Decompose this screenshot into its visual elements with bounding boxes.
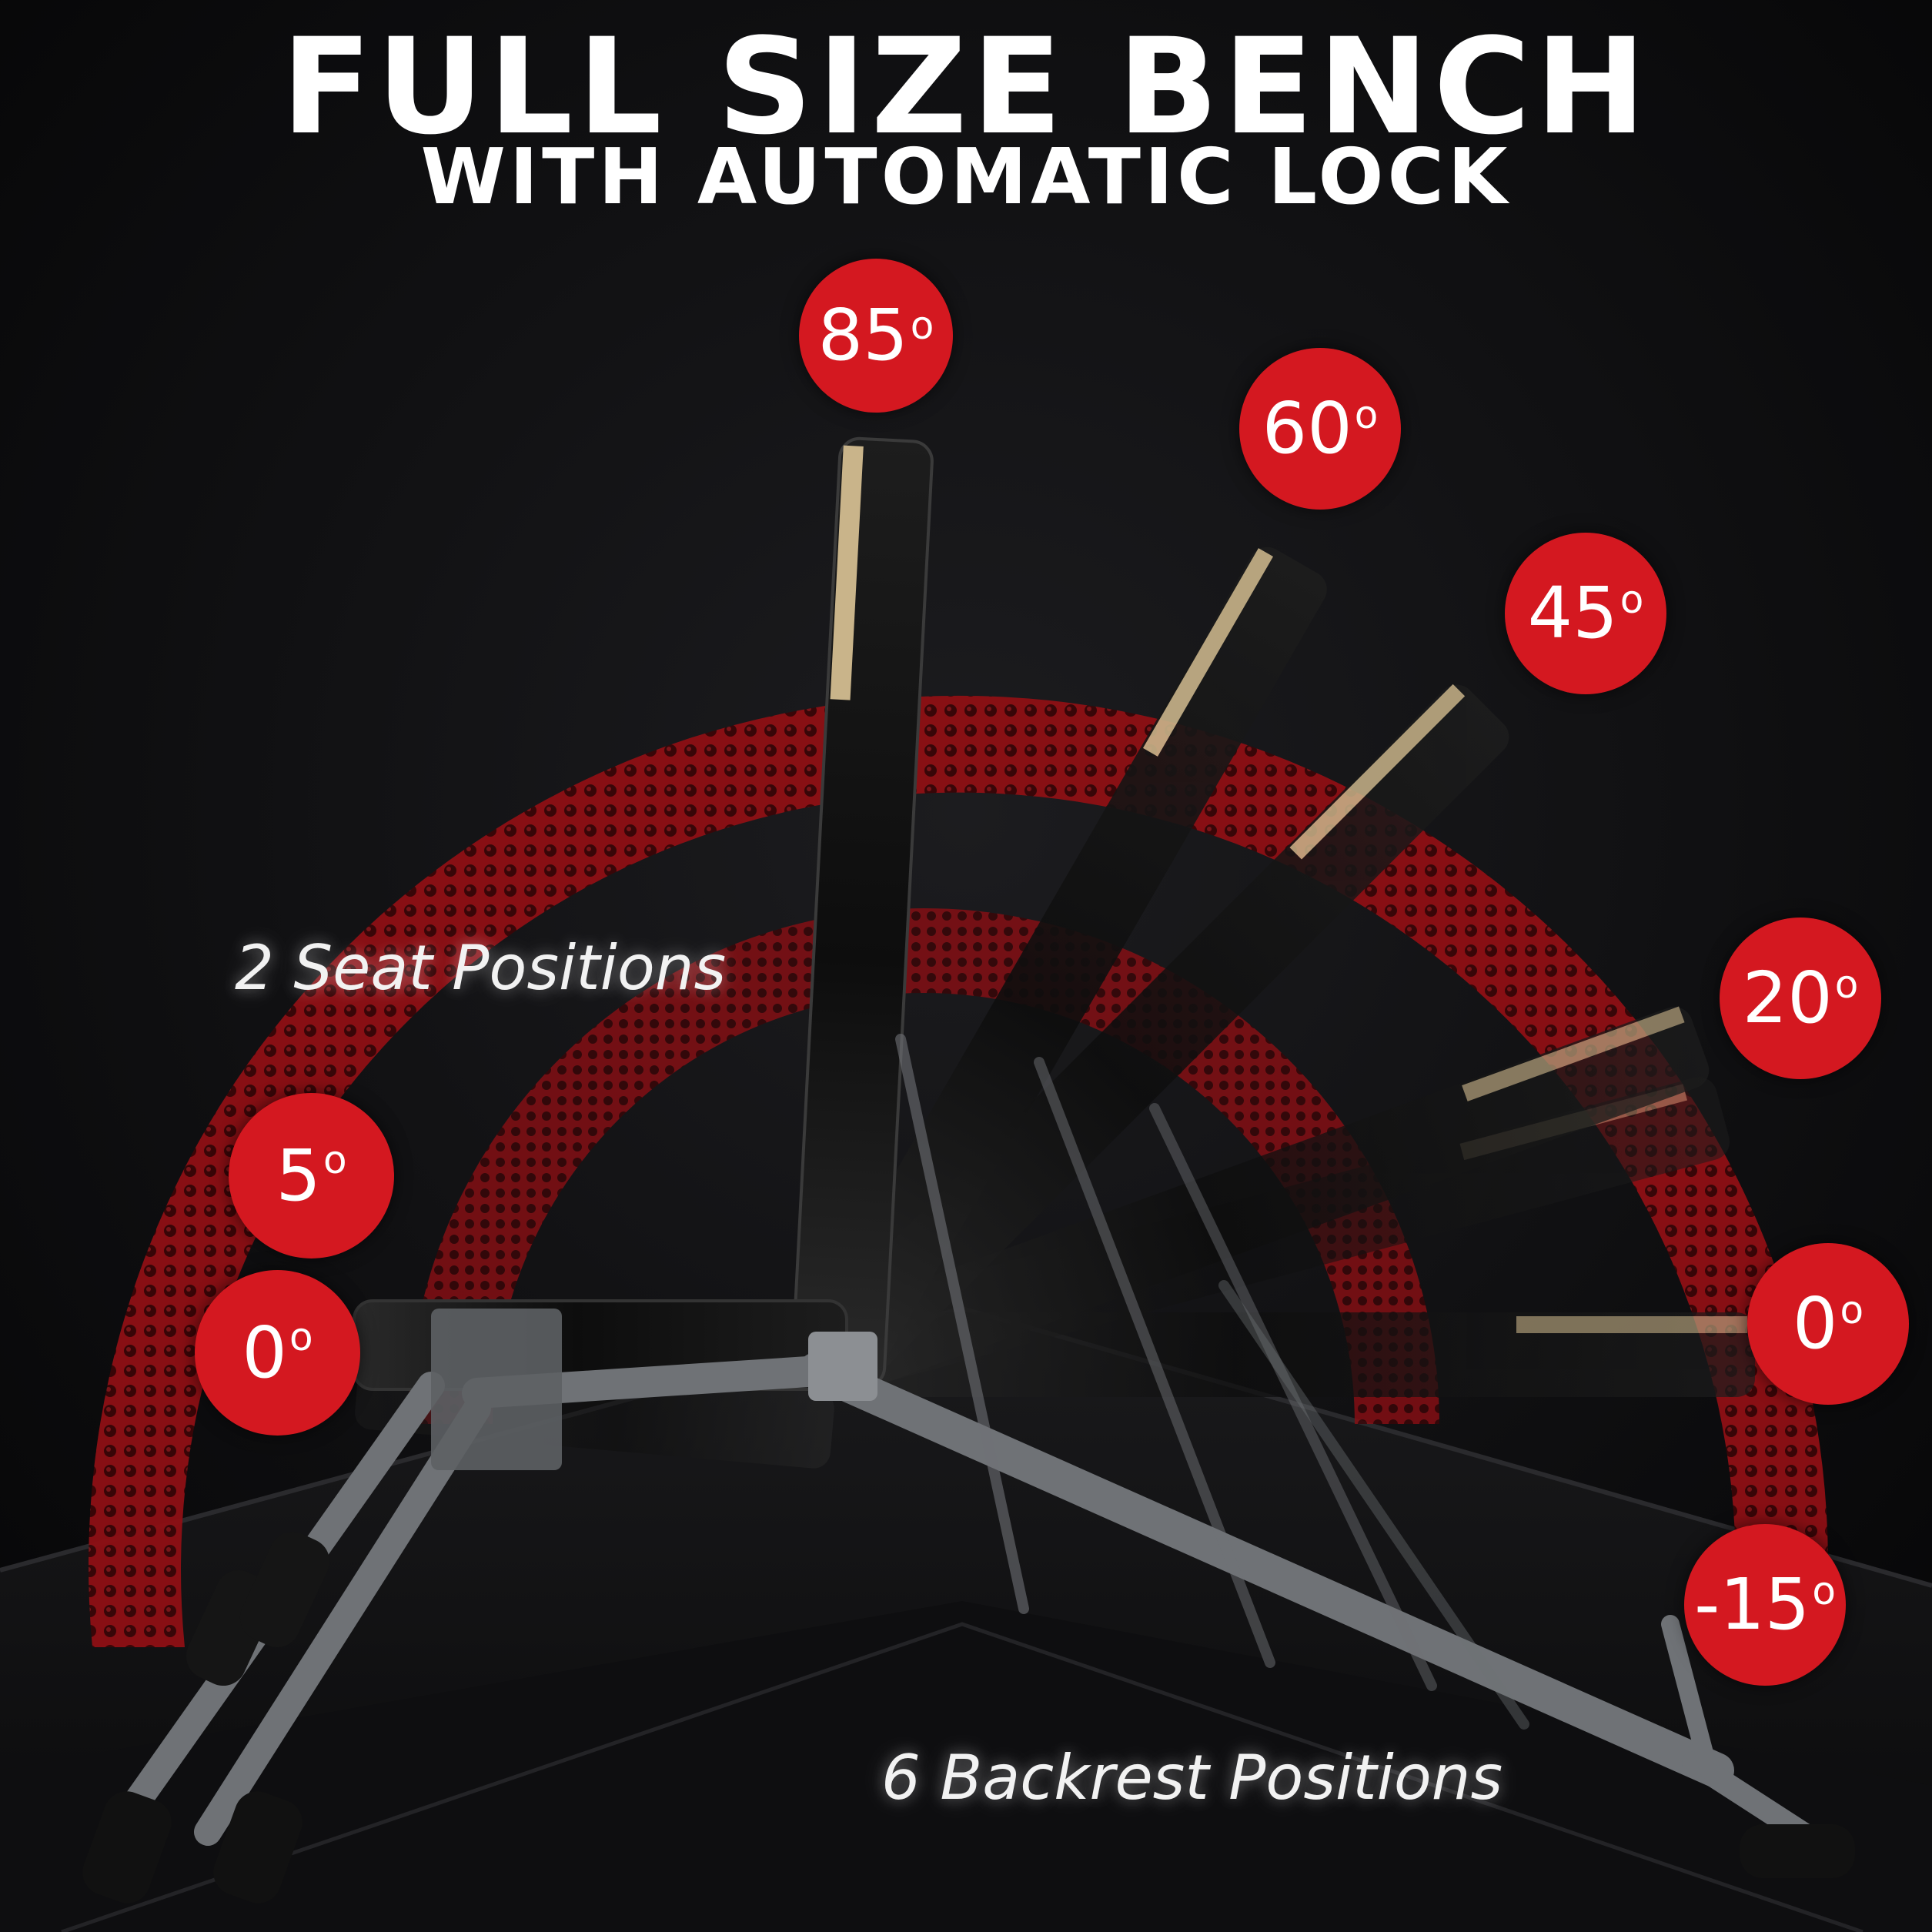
backrest-pads <box>791 436 1755 1400</box>
angle-value: 0 <box>1792 1282 1838 1365</box>
angle-value: 5 <box>276 1134 321 1217</box>
angle-value: -15 <box>1694 1563 1810 1646</box>
degree-symbol: o <box>1619 577 1644 622</box>
degree-symbol: o <box>1840 1288 1864 1332</box>
seat-bracket <box>431 1309 562 1470</box>
degree-symbol: o <box>289 1315 313 1359</box>
degree-symbol: o <box>1834 962 1859 1007</box>
headline-title: FULL SIZE BENCH <box>281 9 1651 164</box>
bench-feet <box>82 1531 1855 1904</box>
headline-subtitle: WITH AUTOMATIC LOCK <box>420 132 1512 222</box>
angle-value: 60 <box>1262 387 1352 470</box>
backrest-positions-label: 6 Backrest Positions <box>881 1742 1503 1813</box>
degree-symbol: o <box>1354 393 1379 437</box>
seat-positions-label: 2 Seat Positions <box>235 932 727 1004</box>
degree-symbol: o <box>1812 1569 1836 1613</box>
angle-value: 45 <box>1527 572 1618 654</box>
degree-symbol: o <box>323 1138 347 1182</box>
angle-value: 0 <box>242 1311 287 1394</box>
angle-value: 85 <box>817 294 908 376</box>
pivot-plate <box>808 1332 877 1401</box>
angle-value: 20 <box>1742 957 1833 1039</box>
degree-symbol: o <box>910 303 934 348</box>
